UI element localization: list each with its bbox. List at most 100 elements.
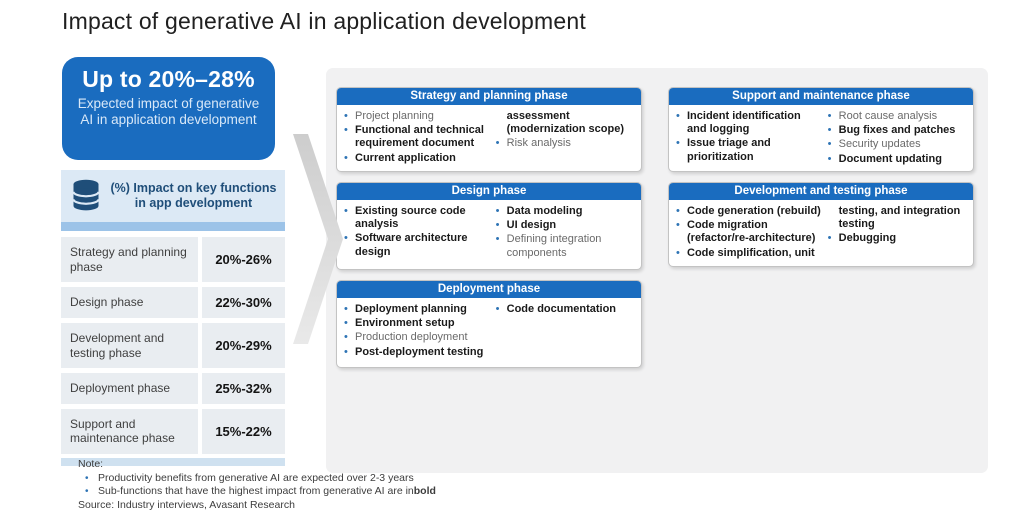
- phase-item-text: Post-deployment testing: [355, 345, 484, 358]
- phase-box-column-left: •Project planning•Functional and technic…: [344, 110, 491, 166]
- impact-table-title: (%) Impact on key functions in app devel…: [110, 181, 277, 210]
- phase-box-content: •Code generation (rebuild)•Code migratio…: [669, 200, 973, 265]
- note-text: Productivity benefits from generative AI…: [98, 471, 414, 484]
- note-text: Sub-functions that have the highest impa…: [98, 485, 414, 498]
- phase-item: •Software architecture design: [344, 232, 491, 258]
- bullet-icon: •: [495, 137, 500, 150]
- bullet-icon: •: [344, 205, 348, 217]
- phase-item-text: Security updates: [838, 138, 921, 151]
- phase-item: • Issue triage and prioritization: [676, 137, 823, 163]
- phase-label: Support and maintenance phase: [61, 408, 198, 454]
- phase-item: • Code simplification, unit: [676, 247, 823, 260]
- phase-item-text: Data modeling: [506, 205, 583, 217]
- phase-item: •Bug fixes and patches: [828, 124, 966, 137]
- bullet-icon: •: [344, 232, 348, 245]
- bullet-icon: •: [676, 137, 680, 150]
- impact-table: (%) Impact on key functions in app devel…: [61, 170, 285, 466]
- impact-range-value: 15%-22%: [202, 408, 285, 454]
- phase-item-text: Deployment planning: [355, 303, 467, 315]
- phase-item-text: Bug fixes and patches: [838, 124, 956, 137]
- phase-box-design: Design phase • Existing source code analy…: [336, 182, 642, 270]
- phase-item: •Production deployment: [344, 331, 491, 344]
- highlight-card: Up to 20%–28% Expected impact of generat…: [62, 57, 275, 160]
- phase-item-text: Incident identification and logging: [687, 110, 801, 136]
- impact-range-value: 22%-30%: [202, 287, 285, 318]
- table-accent-band: [61, 222, 285, 231]
- bullet-icon: •: [676, 246, 680, 259]
- phase-box-strategy: Strategy and planning phase •Project pla…: [336, 87, 642, 172]
- highlight-subtext: Expected impact of generative AI in appl…: [77, 96, 260, 128]
- phase-box-column-right: •Code documentation: [496, 303, 634, 360]
- phase-item: •Code migration (refactor/re-architectur…: [676, 219, 823, 245]
- phase-box-content: •Incident identification and logging•Iss…: [669, 105, 973, 171]
- bullet-icon: •: [344, 303, 348, 315]
- phase-item: •Project planning: [344, 110, 491, 123]
- phase-item-text: Functional and technical requirement doc…: [355, 124, 484, 150]
- phase-box-title: Support and maintenance phase: [669, 88, 973, 105]
- phase-item-text: Root cause analysis: [838, 110, 938, 122]
- phase-item-text: Debugging: [838, 232, 897, 245]
- phase-item: • Functional and technical requirement do…: [344, 124, 491, 150]
- bullet-spacer: [496, 110, 507, 136]
- phase-item: •Incident identification and logging: [676, 110, 823, 136]
- phase-item-text: Defining integration components: [506, 233, 602, 259]
- phase-box-column-right: assessment (modernization scope) • Risk an…: [496, 110, 634, 166]
- note-list: • Productivity benefits from generative A…: [78, 472, 436, 499]
- phase-item: • Defining integration components: [496, 233, 634, 259]
- phase-item: • Deployment planning: [344, 303, 491, 316]
- bullet-icon: •: [827, 152, 832, 165]
- phase-item: •Post-deployment testing: [344, 346, 491, 359]
- bullet-icon: •: [495, 219, 500, 232]
- phase-box-column-left: • Existing source code analysis•Software …: [344, 205, 491, 261]
- phase-box-column-left: •Deployment planning•Environment setup•P…: [344, 303, 491, 360]
- phase-item-text: Existing source code analysis: [355, 205, 466, 231]
- phase-box-content: • Existing source code analysis•Software …: [337, 200, 641, 265]
- phase-item: • Data modeling: [496, 205, 634, 218]
- phase-item: •UI design: [496, 219, 634, 232]
- phase-item: • Debugging: [828, 232, 966, 245]
- phase-item-text: Project planning: [355, 110, 434, 122]
- phase-item-text: assessment (modernization scope): [506, 110, 624, 136]
- phase-box-title: Deployment phase: [337, 281, 641, 298]
- note-label: Note:: [78, 458, 104, 470]
- phase-label: Design phase: [61, 287, 198, 318]
- phase-box-content: •Deployment planning•Environment setup•P…: [337, 298, 641, 364]
- phase-box-column-right: testing, and integration testing• Debuggi…: [828, 205, 966, 261]
- phase-item-text: Document updating: [838, 152, 942, 165]
- phase-item: assessment (modernization scope): [496, 110, 634, 136]
- bullet-icon: •: [344, 124, 348, 137]
- phase-box-title: Design phase: [337, 183, 641, 200]
- phase-box-deployment: Deployment phase • Deployment planning •En…: [336, 280, 642, 368]
- phase-box-column-left: •Code generation (rebuild)•Code migratio…: [676, 205, 823, 261]
- phase-item-text: Current application: [355, 151, 456, 164]
- bullet-icon: •: [495, 233, 500, 246]
- note-item: • Sub-functions that have the highest imp…: [85, 485, 436, 499]
- phase-box-column-left: •Incident identification and logging• Iss…: [676, 110, 823, 167]
- note-item: •Productivity benefits from generative A…: [85, 472, 436, 486]
- bullet-icon: •: [827, 232, 832, 245]
- phase-item-text: Production deployment: [355, 331, 468, 344]
- phase-item: •Environment setup: [344, 317, 491, 330]
- phase-item-text: Issue triage and prioritization: [687, 137, 771, 163]
- phase-item: •Security updates: [828, 138, 966, 151]
- bullet-spacer: [828, 205, 839, 231]
- phase-box-support-maintenance: Support and maintenance phase •Incident …: [668, 87, 974, 172]
- phase-box-content: •Project planning•Functional and technic…: [337, 105, 641, 170]
- database-icon: [71, 179, 101, 214]
- bullet-icon: •: [344, 151, 348, 164]
- phase-item: • Current application: [344, 152, 491, 165]
- phase-box-title: Strategy and planning phase: [337, 88, 641, 105]
- phase-item-text: Code simplification, unit: [687, 246, 815, 259]
- phase-item: testing, and integration testing: [828, 205, 966, 231]
- phase-label: Development and testing phase: [61, 322, 198, 369]
- bullet-icon: •: [495, 205, 500, 217]
- phase-item-text: Risk analysis: [506, 137, 571, 150]
- bullet-icon: •: [676, 205, 680, 217]
- page-title: Impact of generative AI in application d…: [62, 8, 586, 34]
- impact-range-value: 20%-26%: [202, 237, 285, 283]
- bullet-icon: •: [85, 486, 89, 498]
